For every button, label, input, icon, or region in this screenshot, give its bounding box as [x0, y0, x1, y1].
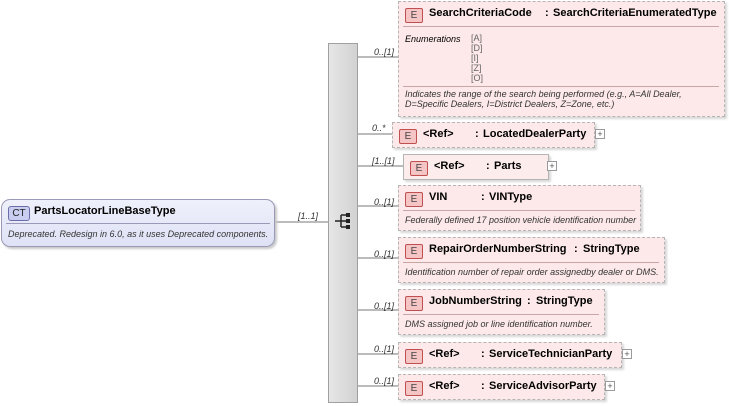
cardinality-located-dealer: 0..*: [372, 123, 386, 133]
element-colon: :: [486, 160, 490, 172]
element-located-dealer-party[interactable]: E <Ref> : LocatedDealerParty: [392, 122, 595, 148]
element-ref: <Ref>: [434, 160, 465, 172]
enumeration-value: [Z]: [471, 63, 482, 73]
element-colon: :: [527, 295, 531, 307]
element-parts[interactable]: E <Ref> : Parts: [403, 154, 549, 180]
element-colon: :: [481, 380, 485, 392]
cardinality-vin: 0..[1]: [374, 197, 395, 207]
cardinality-job-number: 0..[1]: [374, 301, 395, 311]
element-search-criteria-code[interactable]: E SearchCriteriaCode : SearchCriteriaEnu…: [398, 1, 725, 117]
element-ref: <Ref>: [423, 128, 454, 140]
element-type: StringType: [583, 243, 640, 255]
element-description-line2: D=Specific Dealers, I=District Dealers, …: [405, 99, 615, 109]
element-divider: [403, 86, 719, 87]
complex-type-name: PartsLocatorLineBaseType: [34, 205, 176, 217]
element-badge: E: [405, 192, 423, 207]
expand-icon[interactable]: +: [547, 161, 557, 171]
cardinality-search-criteria: 0..[1]: [374, 47, 395, 57]
element-type: VINType: [489, 191, 533, 203]
element-badge: E: [405, 244, 423, 259]
element-type: ServiceTechnicianParty: [489, 348, 613, 360]
element-service-advisor-party[interactable]: E <Ref> : ServiceAdvisorParty: [398, 374, 605, 400]
cardinality-parts: [1..[1]: [372, 156, 395, 166]
element-divider: [403, 262, 659, 263]
element-divider: [403, 210, 635, 211]
element-type: ServiceAdvisorParty: [489, 380, 597, 392]
cardinality-service-advisor: 0..[1]: [374, 376, 395, 386]
complex-type-badge: CT: [8, 206, 30, 221]
element-name: JobNumberString: [429, 295, 522, 307]
expand-icon[interactable]: +: [595, 129, 605, 139]
element-divider: [403, 314, 599, 315]
enumerations-label: Enumerations: [405, 34, 461, 44]
sequence-compositor[interactable]: [328, 43, 358, 403]
element-ref: <Ref>: [429, 348, 460, 360]
element-colon: :: [545, 7, 549, 19]
element-type: StringType: [536, 295, 593, 307]
element-divider: [403, 26, 719, 27]
element-badge: E: [399, 129, 417, 144]
element-ref: <Ref>: [429, 380, 460, 392]
expand-icon[interactable]: +: [605, 381, 615, 391]
element-description: DMS assigned job or line identification …: [405, 319, 593, 329]
element-colon: :: [475, 128, 479, 140]
element-colon: :: [481, 191, 485, 203]
enumeration-value: [I]: [471, 53, 479, 63]
cardinality-repair-order: 0..[1]: [374, 249, 395, 259]
element-service-technician-party[interactable]: E <Ref> : ServiceTechnicianParty: [398, 342, 622, 368]
element-name: RepairOrderNumberString: [429, 243, 567, 255]
element-vin[interactable]: E VIN : VINType Federally defined 17 pos…: [398, 185, 641, 231]
element-badge: E: [405, 349, 423, 364]
complex-type-box[interactable]: CT PartsLocatorLineBaseType Deprecated. …: [1, 199, 275, 247]
complex-type-description: Deprecated. Redesign in 6.0, as it uses …: [8, 229, 269, 239]
element-name: VIN: [429, 191, 448, 203]
cardinality-service-technician: 0..[1]: [374, 344, 395, 354]
element-description-line1: Indicates the range of the search being …: [405, 89, 682, 99]
element-description: Federally defined 17 position vehicle id…: [405, 215, 637, 225]
element-badge: E: [410, 161, 428, 176]
element-type: SearchCriteriaEnumeratedType: [553, 7, 717, 19]
element-badge: E: [405, 296, 423, 311]
element-colon: :: [574, 243, 578, 255]
element-badge: E: [405, 8, 423, 23]
sequence-cardinality: [1..1]: [298, 211, 319, 221]
element-description: Identification number of repair order as…: [405, 267, 659, 277]
element-badge: E: [405, 381, 423, 396]
sequence-icon: [335, 213, 350, 229]
enumeration-value: [D]: [471, 43, 483, 53]
element-type: Parts: [494, 160, 522, 172]
enumeration-value: [A]: [471, 33, 483, 43]
complex-type-divider: [6, 223, 270, 224]
enumeration-value: [O]: [471, 73, 484, 83]
element-name: SearchCriteriaCode: [429, 7, 532, 19]
element-colon: :: [481, 348, 485, 360]
expand-icon[interactable]: +: [622, 349, 632, 359]
collapse-icon[interactable]: [274, 217, 282, 225]
element-type: LocatedDealerParty: [483, 128, 587, 140]
element-repair-order-number[interactable]: E RepairOrderNumberString : StringType I…: [398, 237, 665, 283]
element-job-number[interactable]: E JobNumberString : StringType DMS assig…: [398, 289, 605, 335]
